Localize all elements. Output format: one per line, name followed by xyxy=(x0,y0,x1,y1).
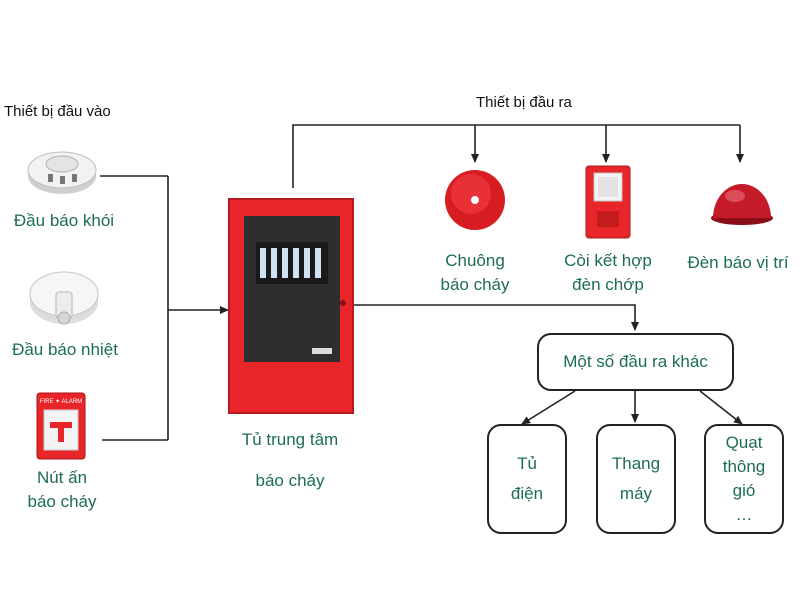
heat-detector-label: Đầu báo nhiệt xyxy=(12,340,118,359)
panel-label-line2: báo cháy xyxy=(255,471,325,490)
beacon-icon xyxy=(709,176,775,231)
electrical-cabinet-box: Tủ điện xyxy=(487,424,567,534)
arrow-to-cabinet xyxy=(521,390,576,425)
horn-strobe-label: Còi kết hợp đèn chớp xyxy=(564,251,652,294)
panel-label-line1: Tủ trung tâm xyxy=(241,430,339,449)
output-bus xyxy=(292,124,740,188)
fire-bell-label: Chuông báo cháy xyxy=(440,251,510,294)
elevator-box: Thang máy xyxy=(596,424,676,534)
beacon-label: Đèn báo vị trí xyxy=(687,253,789,272)
heat-detector-icon xyxy=(26,262,102,335)
fire-bell-icon xyxy=(443,168,507,237)
arrow-to-fan xyxy=(699,390,743,425)
call-point-label: Nút ấn báo cháy xyxy=(27,468,97,511)
outputs-heading: Thiết bị đầu ra xyxy=(476,94,572,111)
smoke-detector-label: Đầu báo khói xyxy=(13,211,115,230)
inputs-heading: Thiết bị đầu vào xyxy=(4,103,111,120)
other-outputs-box: Một số đầu ra khác xyxy=(537,333,734,391)
fire-alarm-panel-icon xyxy=(228,198,354,419)
arrow-to-other-outputs xyxy=(353,304,639,331)
call-point-sign-text: FIRE ✦ ALARM xyxy=(40,398,82,405)
smoke-detector-icon xyxy=(24,140,100,205)
manual-call-point-icon: FIRE ✦ ALARM xyxy=(36,392,86,465)
horn-strobe-icon xyxy=(585,165,631,244)
ventilation-fan-box: Quạt thông gió … xyxy=(704,424,784,534)
